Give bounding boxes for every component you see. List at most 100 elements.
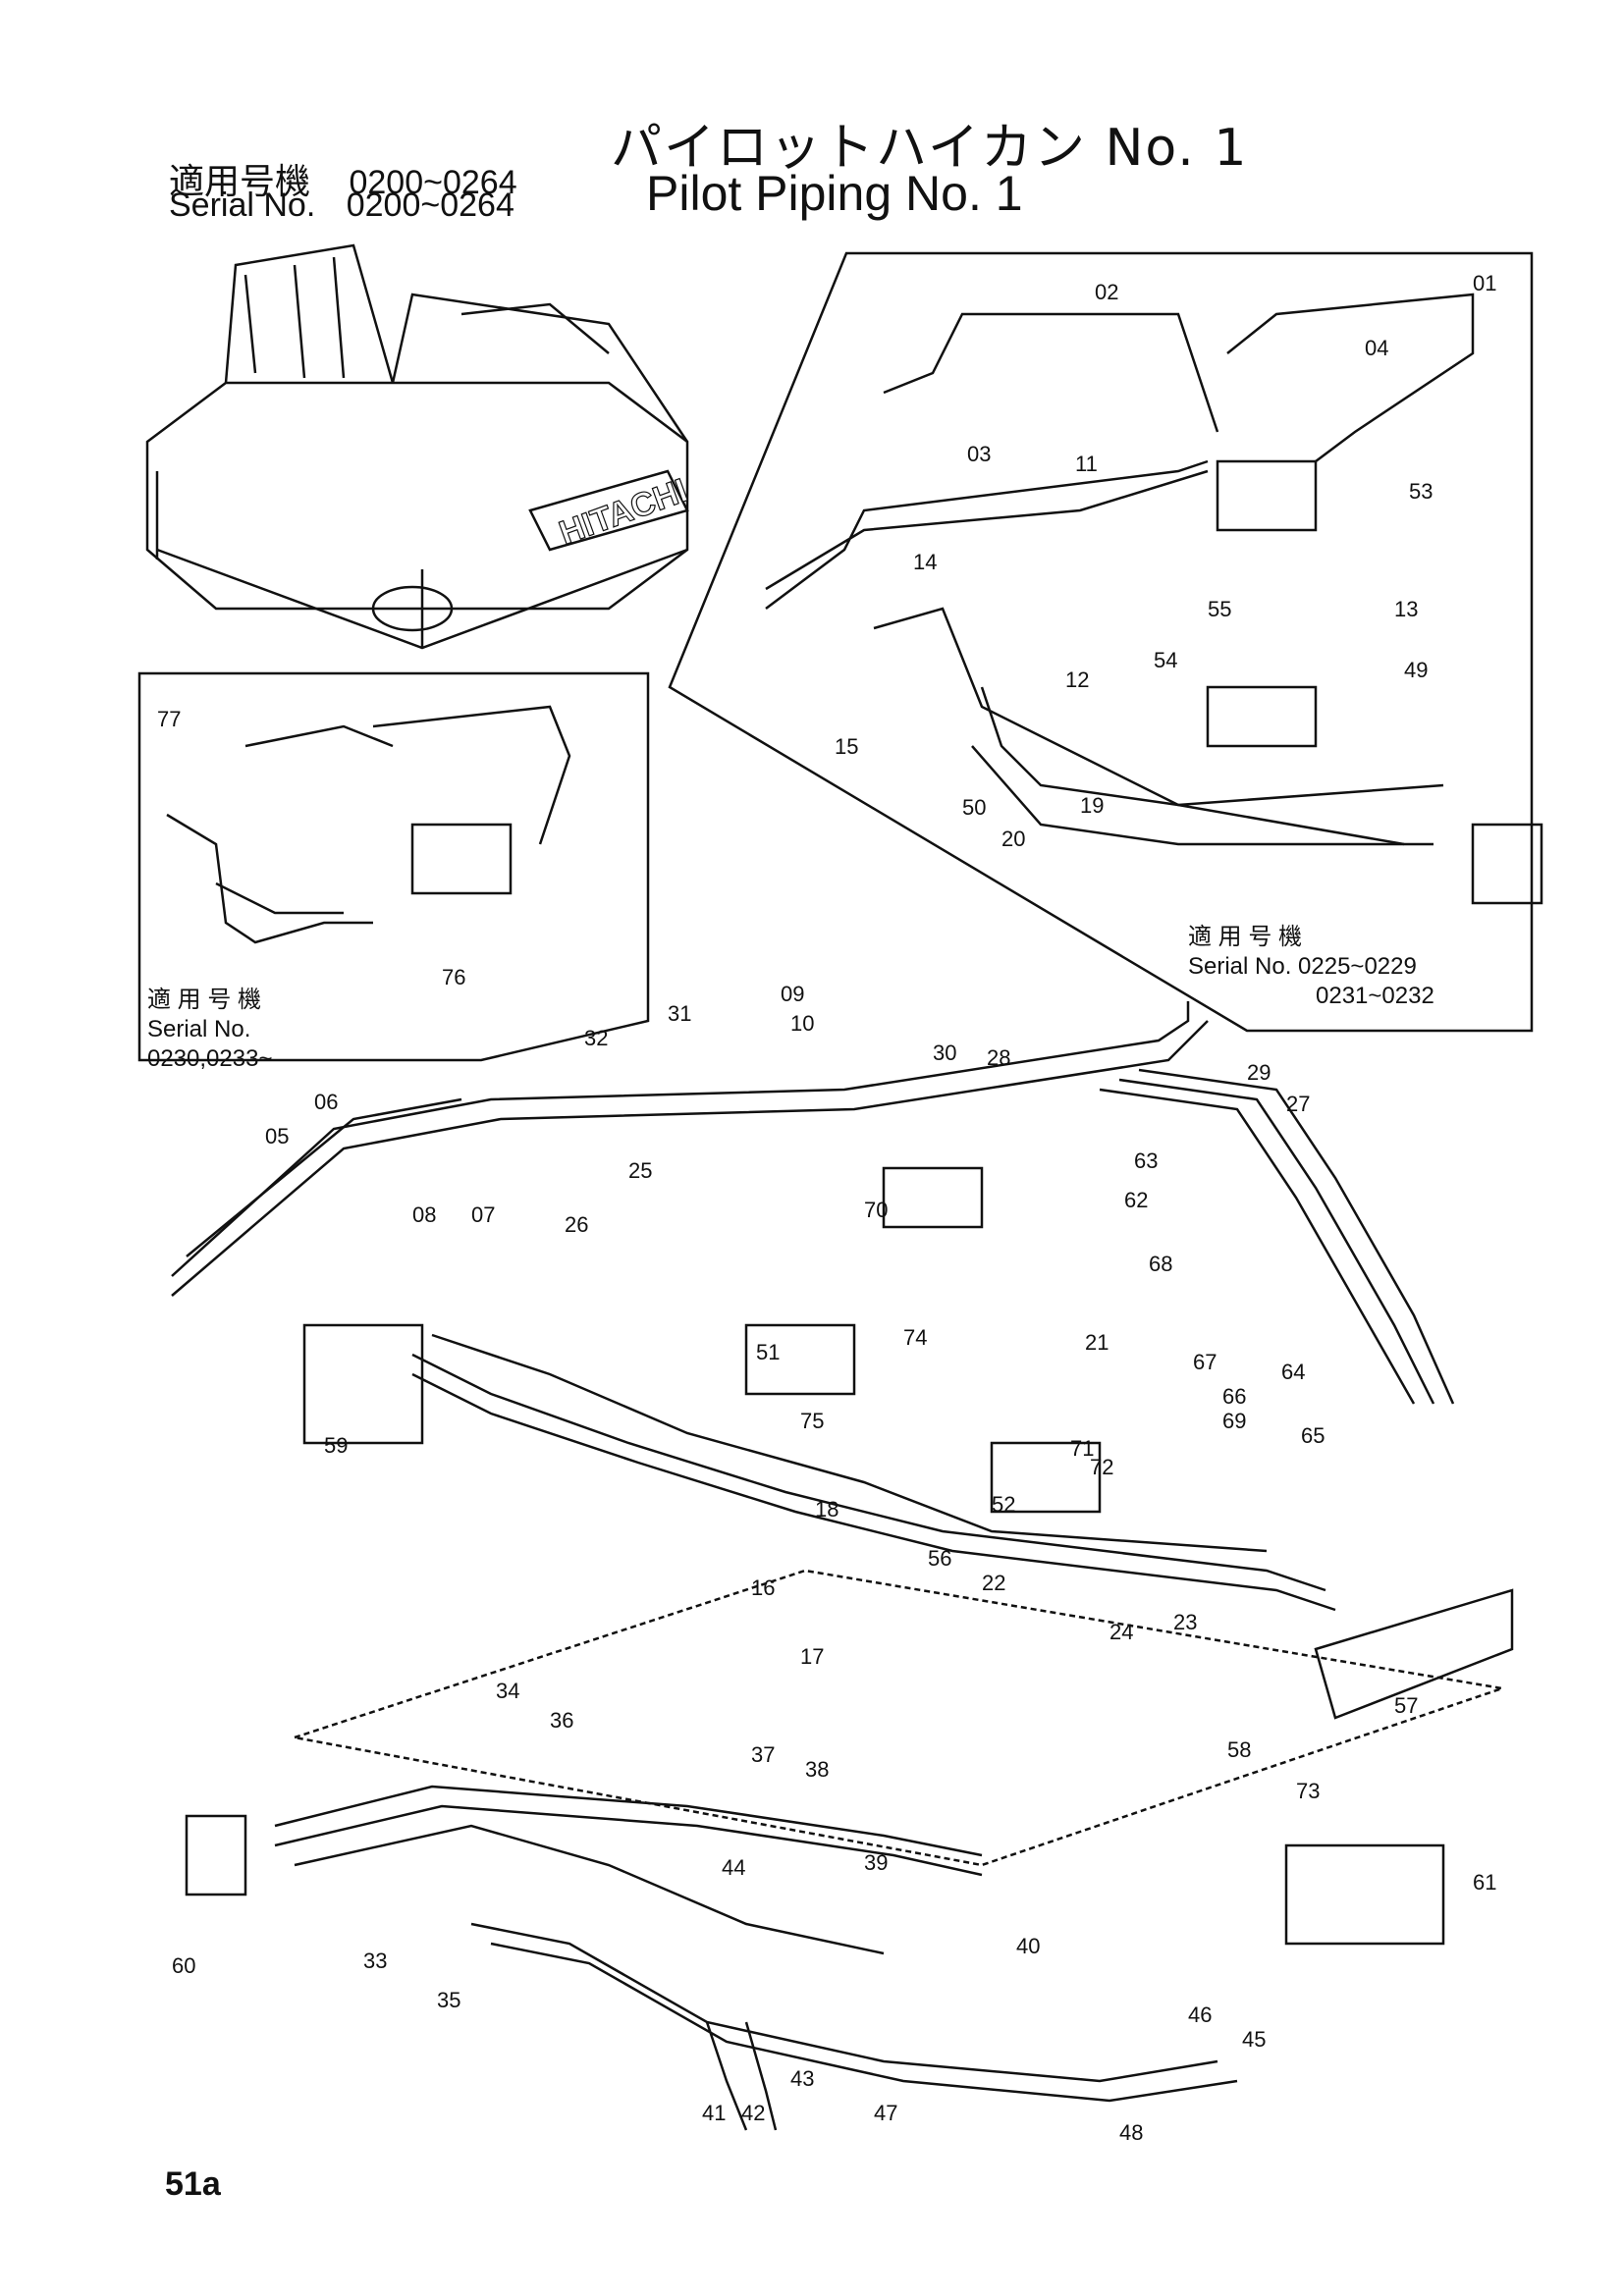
part-label-61: 61 — [1473, 1870, 1496, 1895]
right-inset-serial-note: 適 用 号 機 Serial No. 0225~0229 0231~0232 — [1188, 923, 1434, 1011]
part-label-58: 58 — [1227, 1737, 1251, 1762]
part-label-05: 05 — [265, 1124, 289, 1148]
part-label-62: 62 — [1124, 1188, 1148, 1212]
part-label-34: 34 — [496, 1679, 519, 1703]
part-label-16: 16 — [751, 1575, 775, 1600]
part-label-52: 52 — [992, 1492, 1015, 1517]
part-label-40: 40 — [1016, 1934, 1040, 1958]
serial-label-en-text: Serial No. — [169, 187, 316, 224]
serial-label-english: Serial No. 0200~0264 — [169, 187, 514, 225]
part-label-60: 60 — [172, 1953, 195, 1978]
part-label-69: 69 — [1222, 1409, 1246, 1433]
part-label-15: 15 — [835, 734, 858, 759]
part-label-76: 76 — [442, 965, 465, 989]
part-label-01: 01 — [1473, 271, 1496, 295]
part-label-18: 18 — [815, 1497, 839, 1522]
part-label-09: 09 — [781, 982, 804, 1006]
left-inset-label-en: Serial No. — [147, 1016, 251, 1042]
part-label-48: 48 — [1119, 2120, 1143, 2145]
left-inset-piping — [166, 705, 571, 944]
part-label-36: 36 — [550, 1708, 573, 1733]
part-label-28: 28 — [987, 1045, 1010, 1070]
part-label-20: 20 — [1001, 827, 1025, 851]
right-inset-label-en: Serial No. 0225~0229 — [1188, 953, 1417, 980]
part-label-49: 49 — [1404, 658, 1428, 682]
main-piping-bundle — [171, 1001, 1514, 1720]
part-label-37: 37 — [751, 1742, 775, 1767]
part-label-26: 26 — [565, 1212, 588, 1237]
part-label-67: 67 — [1193, 1350, 1217, 1374]
part-label-57: 57 — [1394, 1693, 1418, 1718]
part-label-75: 75 — [800, 1409, 824, 1433]
part-label-47: 47 — [874, 2101, 897, 2125]
page-number: 51a — [165, 2165, 221, 2203]
part-label-30: 30 — [933, 1041, 956, 1065]
lower-piping — [185, 1785, 1445, 2131]
part-label-11: 11 — [1075, 452, 1098, 476]
part-label-59: 59 — [324, 1433, 348, 1458]
part-label-72: 72 — [1090, 1455, 1113, 1479]
part-label-35: 35 — [437, 1988, 460, 2012]
part-label-51: 51 — [756, 1340, 780, 1364]
part-label-04: 04 — [1365, 336, 1388, 360]
part-label-32: 32 — [584, 1026, 608, 1050]
part-label-64: 64 — [1281, 1360, 1305, 1384]
part-label-07: 07 — [471, 1202, 495, 1227]
right-inset-label-jp: 適 用 号 機 — [1188, 924, 1303, 950]
part-label-68: 68 — [1149, 1252, 1172, 1276]
part-label-43: 43 — [790, 2066, 814, 2091]
part-label-53: 53 — [1409, 479, 1433, 504]
right-inset-values: 0231~0232 — [1316, 983, 1434, 1009]
part-label-23: 23 — [1173, 1610, 1197, 1634]
part-label-03: 03 — [967, 442, 991, 466]
part-label-66: 66 — [1222, 1384, 1246, 1409]
part-label-13: 13 — [1394, 597, 1418, 621]
part-label-45: 45 — [1242, 2027, 1266, 2052]
right-inset-piping — [765, 293, 1543, 905]
serial-range-value-en: 0200~0264 — [346, 187, 514, 224]
part-label-63: 63 — [1134, 1148, 1158, 1173]
part-label-19: 19 — [1080, 793, 1104, 818]
part-label-41: 41 — [702, 2101, 726, 2125]
serial-label-japanese: 適用号機 0200~0264 — [169, 153, 517, 204]
part-label-08: 08 — [412, 1202, 436, 1227]
part-label-02: 02 — [1095, 280, 1118, 304]
left-inset-serial-note: 適 用 号 機 Serial No. 0230,0233~ — [147, 986, 272, 1074]
part-label-54: 54 — [1154, 648, 1177, 672]
part-label-42: 42 — [741, 2101, 765, 2125]
excavator-illustration — [145, 243, 689, 650]
right-inset-frame — [668, 251, 1534, 1033]
part-label-14: 14 — [913, 550, 937, 574]
left-inset-label-jp: 適 用 号 機 — [147, 987, 262, 1013]
part-label-46: 46 — [1188, 2002, 1212, 2027]
part-label-21: 21 — [1085, 1330, 1109, 1355]
part-label-56: 56 — [928, 1546, 951, 1571]
page-title-japanese: パイロットハイカン No. 1 — [611, 119, 1249, 178]
part-label-17: 17 — [800, 1644, 824, 1669]
part-label-12: 12 — [1065, 667, 1089, 692]
part-label-22: 22 — [982, 1571, 1005, 1595]
left-inset-values: 0230,0233~ — [147, 1045, 273, 1072]
part-label-50: 50 — [962, 795, 986, 820]
part-label-39: 39 — [864, 1850, 888, 1875]
part-label-73: 73 — [1296, 1779, 1320, 1803]
part-label-65: 65 — [1301, 1423, 1325, 1448]
page-title-english: Pilot Piping No. 1 — [646, 166, 1023, 221]
part-label-38: 38 — [805, 1757, 829, 1782]
part-label-44: 44 — [722, 1855, 745, 1880]
part-label-10: 10 — [790, 1011, 814, 1036]
part-number-labels: 01 02 03 04 05 06 07 08 09 10 11 12 13 14 15 16 17 18 19 20… — [157, 271, 1496, 2145]
part-label-25: 25 — [628, 1158, 652, 1183]
part-label-70: 70 — [864, 1198, 888, 1222]
part-label-29: 29 — [1247, 1060, 1271, 1085]
lower-inset-frame — [294, 1569, 1503, 1867]
part-label-33: 33 — [363, 1949, 387, 1973]
part-label-24: 24 — [1109, 1620, 1133, 1644]
part-label-06: 06 — [314, 1090, 338, 1114]
part-label-71: 71 — [1070, 1436, 1094, 1461]
serial-label-jp-text: 適用号機 — [169, 162, 311, 202]
part-label-74: 74 — [903, 1325, 927, 1350]
part-label-55: 55 — [1208, 597, 1231, 621]
part-label-27: 27 — [1286, 1092, 1310, 1116]
